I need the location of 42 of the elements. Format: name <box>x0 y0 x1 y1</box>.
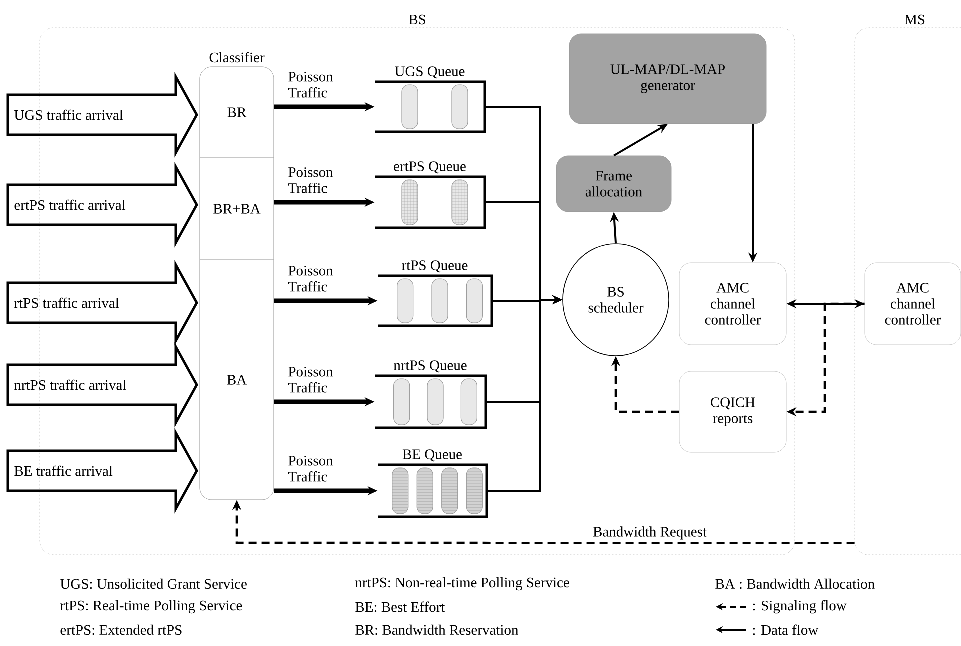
arrow-shaped-box: nrtPS traffic arrival <box>6 342 198 428</box>
legend-text: : Signaling flow <box>753 600 847 614</box>
edge-label: Poisson Traffic <box>288 168 334 194</box>
classifier-section: BR+BA <box>200 158 274 260</box>
node-label: ertPS Queue <box>394 162 466 174</box>
process-box: AMC channel controller <box>679 262 787 346</box>
node-label: MS <box>904 14 925 25</box>
node-label: Classifier <box>210 52 265 63</box>
edge-label: Poisson Traffic <box>288 72 334 98</box>
edge-label: Poisson Traffic <box>288 266 334 292</box>
classifier-section: BR <box>200 66 274 158</box>
node-label: rtPS Queue <box>402 260 468 273</box>
process-box: AMC channel controller <box>864 262 961 346</box>
legend-text: : Data flow <box>753 624 819 636</box>
queue <box>402 180 468 226</box>
abbreviation: BR: Bandwidth Reservation <box>356 624 518 636</box>
queue <box>392 468 483 514</box>
node-label: BE Queue <box>402 450 462 462</box>
process-box: UL-MAP/DL-MAP generator <box>569 34 767 124</box>
edge-label: Poisson Traffic <box>288 456 334 482</box>
queue: nrtPS Queue <box>375 360 488 430</box>
process-box: Frame allocation <box>556 156 672 212</box>
abbreviation: nrtPS: Non-real-time Polling Service <box>356 577 570 591</box>
edge-label: Bandwidth Request <box>593 526 707 540</box>
arrow-shaped-box: ertPS traffic arrival <box>6 162 198 248</box>
queue: rtPS Queue <box>378 260 494 328</box>
arrow-shaped-box: rtPS traffic arrival <box>6 260 198 346</box>
queue <box>452 180 468 226</box>
abbreviation: ertPS: Extended rtPS <box>60 624 182 636</box>
edge-label: Poisson Traffic <box>288 367 334 393</box>
abbreviation: UGS: Unsolicited Grant Service <box>60 578 247 590</box>
abbreviation: BE: Best Effort <box>356 602 446 612</box>
arrow-shaped-box: BE traffic arrival <box>6 428 198 514</box>
queue: UGS Queue <box>375 66 486 134</box>
classifier-section: BA <box>200 260 274 500</box>
abbreviation: rtPS: Real-time Polling Service <box>60 600 242 614</box>
node-label: BS <box>409 14 426 25</box>
node-label: nrtPS Queue <box>394 360 467 373</box>
node-label: UGS Queue <box>395 66 465 79</box>
process-box: CQICH reports <box>679 371 787 453</box>
abbreviation: BA : Bandwidth Allocation <box>716 578 875 590</box>
arrow-shaped-box: UGS traffic arrival <box>6 72 198 158</box>
